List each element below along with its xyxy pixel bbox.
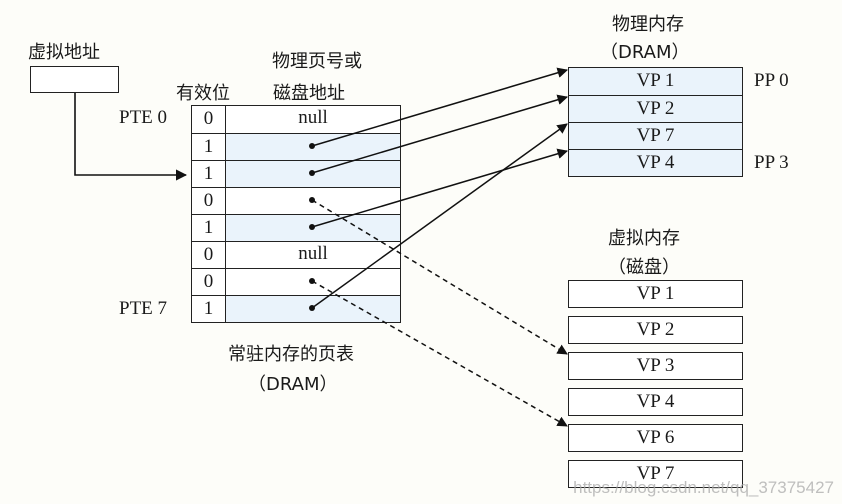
page-table: 0 null 1 1 0 1 0 null 0 1	[191, 105, 401, 323]
pte-address	[226, 269, 400, 295]
disk-page: VP 4	[568, 388, 743, 416]
valid-bit: 1	[192, 296, 226, 322]
virtual-address-label: 虚拟地址	[28, 42, 100, 63]
disk-page: VP 7	[568, 460, 743, 488]
pte-address	[226, 296, 400, 322]
pte-row: 1	[192, 214, 400, 241]
pp3-label: PP 3	[754, 152, 789, 173]
pp0-label: PP 0	[754, 70, 789, 91]
pte-row: 0	[192, 268, 400, 295]
physical-page: VP 4	[569, 149, 742, 176]
page-table-caption-line1: 常驻内存的页表	[228, 344, 354, 365]
disk-page: VP 2	[568, 316, 743, 344]
valid-bit: 0	[192, 242, 226, 268]
virtual-memory-title-line2: （磁盘）	[608, 257, 680, 278]
pte-row: 0	[192, 187, 400, 214]
pt-header-valid: 有效位	[176, 83, 230, 104]
disk-page: VP 1	[568, 280, 743, 308]
pte-row: 1	[192, 160, 400, 187]
pte-0-label: PTE 0	[119, 107, 168, 128]
physical-memory: VP 1 VP 2 VP 7 VP 4	[568, 67, 743, 177]
virtual-address-arrow	[74, 93, 188, 181]
physical-page: VP 7	[569, 122, 742, 149]
pte-address: null	[226, 106, 400, 133]
virtual-address-box	[30, 66, 119, 93]
valid-bit: 0	[192, 106, 226, 133]
physical-memory-title-line2: （DRAM）	[600, 42, 690, 63]
pte-address: null	[226, 242, 400, 268]
valid-bit: 1	[192, 215, 226, 241]
pte-7-label: PTE 7	[119, 298, 168, 319]
pte-address	[226, 215, 400, 241]
pte-address	[226, 134, 400, 160]
valid-bit: 0	[192, 188, 226, 214]
pte-row: 1	[192, 295, 400, 322]
physical-memory-title-line1: 物理内存	[612, 14, 684, 35]
virtual-memory-title-line1: 虚拟内存	[608, 228, 680, 249]
pte-address	[226, 161, 400, 187]
pt-header-addr-line2: 磁盘地址	[273, 83, 345, 104]
pte-address	[226, 188, 400, 214]
pte-row: 1	[192, 133, 400, 160]
physical-page: VP 2	[569, 95, 742, 122]
physical-page: VP 1	[569, 68, 742, 95]
pte-row: 0 null	[192, 106, 400, 133]
valid-bit: 0	[192, 269, 226, 295]
page-table-caption-line2: （DRAM）	[248, 374, 338, 395]
valid-bit: 1	[192, 161, 226, 187]
valid-bit: 1	[192, 134, 226, 160]
pte-row: 0 null	[192, 241, 400, 268]
disk-page: VP 6	[568, 424, 743, 452]
pt-header-addr-line1: 物理页号或	[272, 51, 362, 72]
disk-page: VP 3	[568, 352, 743, 380]
watermark: https://blog.csdn.net/qq_37375427	[573, 478, 834, 497]
